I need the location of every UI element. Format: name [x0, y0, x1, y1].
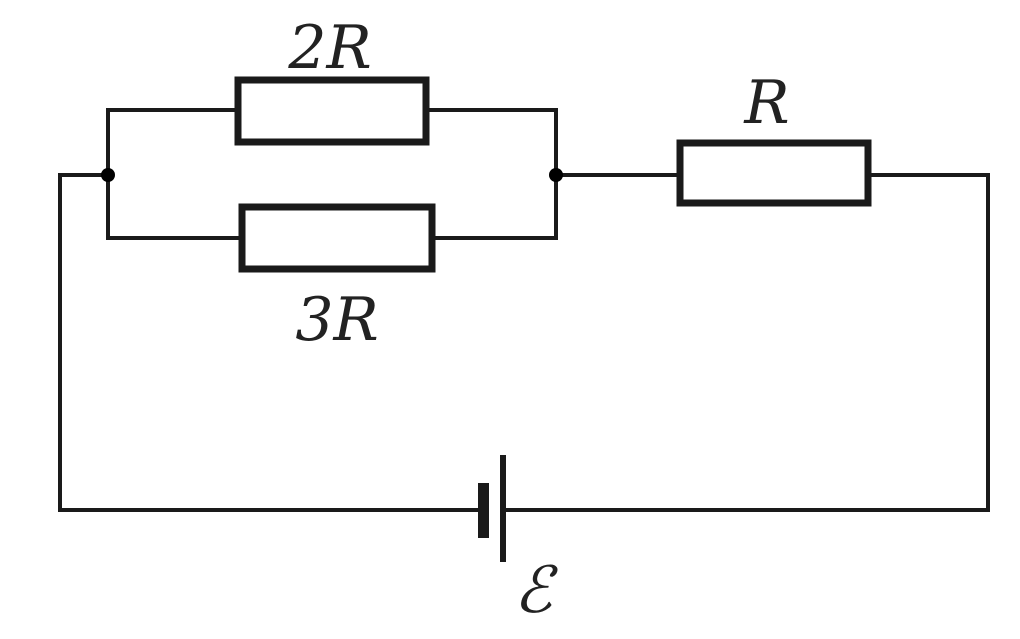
label-3r: 3R: [295, 285, 378, 355]
wire-parallel-top-left: [106, 108, 240, 177]
battery-positive-plate: [500, 455, 506, 562]
wire-parallel-top-right: [424, 108, 558, 177]
resistor-3r: [238, 203, 436, 273]
wire-right-outer: [503, 173, 990, 512]
label-r: R: [743, 68, 789, 138]
label-emf: ℰ: [514, 554, 559, 628]
resistor-2r: [234, 76, 430, 146]
wire-parallel-bottom-right: [430, 173, 558, 240]
junction-node-left: [101, 168, 115, 182]
resistor-r: [676, 139, 872, 207]
battery-negative-plate: [478, 483, 489, 538]
wire-left-outer: [58, 173, 482, 512]
wire-parallel-bottom-left: [106, 173, 244, 240]
label-2r: 2R: [287, 13, 371, 83]
junction-node-middle: [549, 168, 563, 182]
